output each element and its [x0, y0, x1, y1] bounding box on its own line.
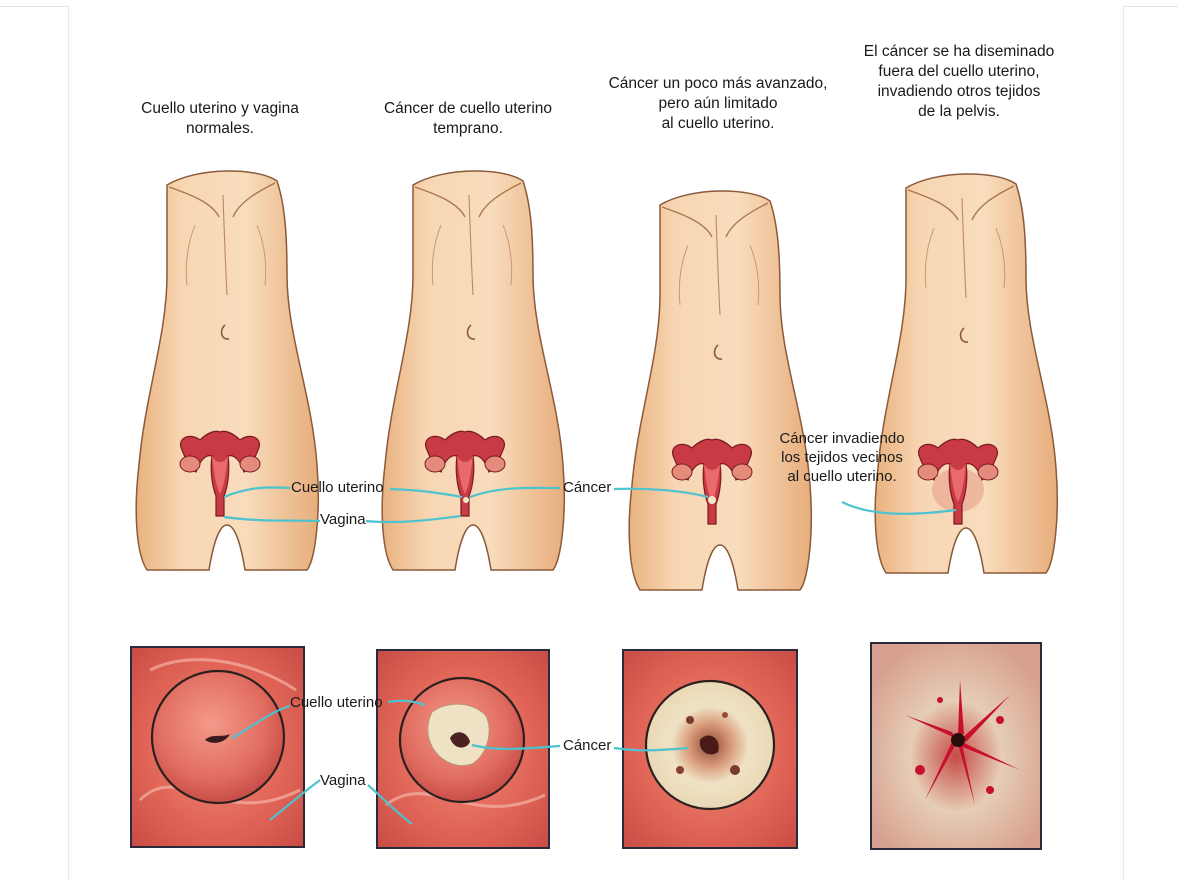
label-cervix: Cuello uterino [291, 479, 384, 496]
label-cancer-closeup: Cáncer [563, 737, 611, 754]
label-cancer: Cáncer [563, 479, 611, 496]
tumor-dot-stage-3 [708, 496, 716, 504]
torso-stage-3 [629, 191, 811, 590]
label-vagina: Vagina [320, 511, 366, 528]
caption-stage-4: El cáncer se ha diseminado fuera del cue… [844, 42, 1074, 122]
caption-stage-1: Cuello uterino y vagina normales. [130, 99, 310, 139]
closeup-stage-4 [871, 643, 1041, 849]
label-vagina-closeup: Vagina [320, 772, 366, 789]
label-cervix-closeup: Cuello uterino [290, 694, 383, 711]
caption-stage-2: Cáncer de cuello uterino temprano. [373, 99, 563, 139]
label-cancer-invading: Cáncer invadiendo los tejidos vecinos al… [774, 429, 910, 486]
torso-stage-2 [382, 171, 564, 570]
closeup-stage-1 [131, 647, 304, 847]
tumor-dot-stage-2 [463, 497, 469, 503]
torso-stage-1 [136, 171, 318, 570]
closeup-stage-3 [623, 650, 797, 848]
caption-stage-3: Cáncer un poco más avanzado, pero aún li… [598, 74, 838, 134]
